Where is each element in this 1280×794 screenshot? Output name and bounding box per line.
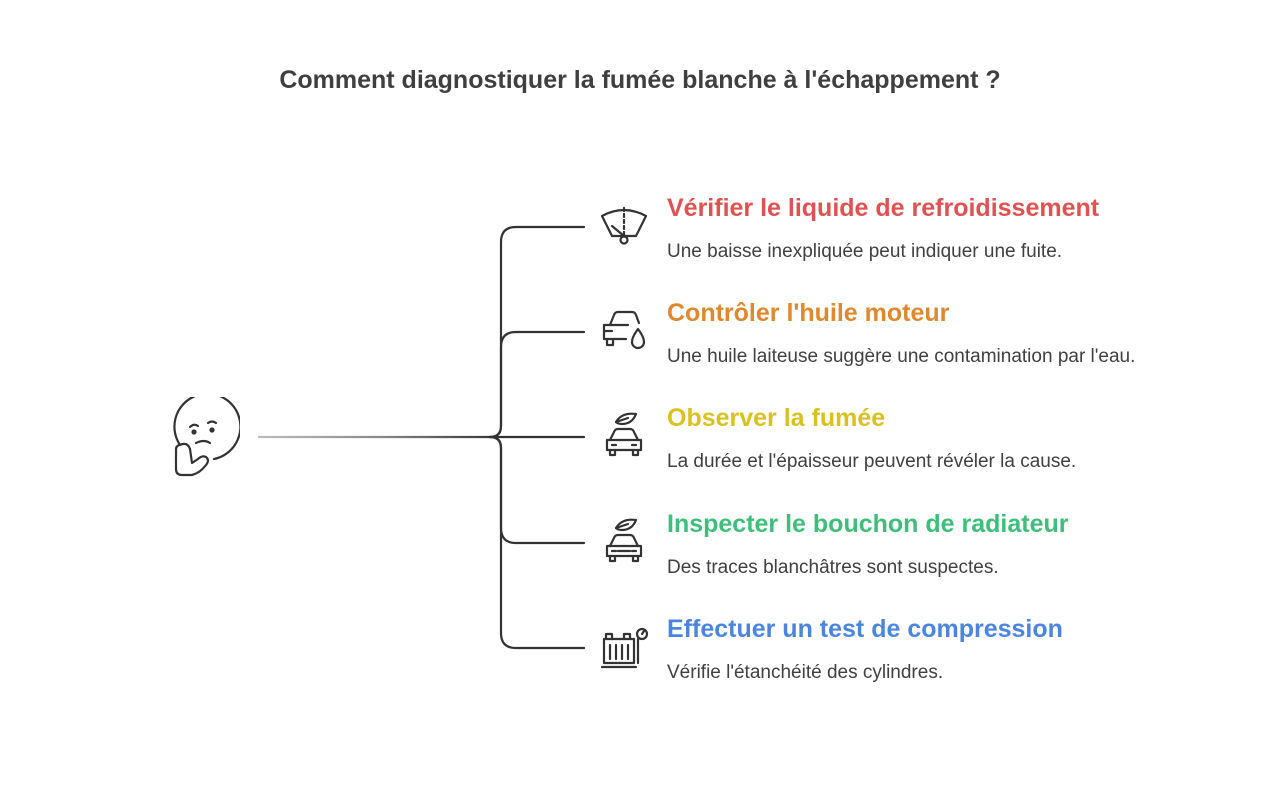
branch-description: Vérifie l'étanchéité des cylindres. [667, 662, 944, 683]
car-oil-drop-icon [602, 310, 646, 350]
branch-4: Inspecter le bouchon de radiateur Des tr… [598, 510, 1238, 610]
branch-connector-4 [488, 435, 586, 545]
branch-description: Une baisse inexpliquée peut indiquer une… [667, 241, 1063, 262]
thinking-face-icon [173, 397, 240, 477]
branch-2: Contrôler l'huile moteur Une huile laite… [598, 299, 1238, 399]
branch-connector-5 [488, 435, 586, 650]
branch-connector-2 [488, 330, 586, 439]
branch-title: Inspecter le bouchon de radiateur [667, 510, 1069, 538]
car-leaf-icon [605, 412, 643, 457]
diagram-title: Comment diagnostiquer la fumée blanche à… [279, 66, 1001, 94]
branch-description: Une huile laiteuse suggère une contamina… [667, 346, 1136, 367]
branch-5: Effectuer un test de compression Vérifie… [598, 615, 1238, 715]
branch-3: Observer la fumée La durée et l'épaisseu… [598, 404, 1238, 504]
windshield-wiper-icon [600, 206, 648, 245]
branch-description: Des traces blanchâtres sont suspectes. [667, 557, 999, 578]
branch-title: Observer la fumée [667, 404, 886, 432]
branch-title: Vérifier le liquide de refroidissement [667, 194, 1100, 222]
engine-gauge-icon [600, 627, 649, 669]
car-leaf-cap-icon [605, 518, 643, 563]
branch-1: Vérifier le liquide de refroidissement U… [598, 194, 1238, 294]
branch-title: Contrôler l'huile moteur [667, 299, 950, 327]
branch-title: Effectuer un test de compression [667, 615, 1063, 643]
branch-description: La durée et l'épaisseur peuvent révéler … [667, 451, 1077, 472]
